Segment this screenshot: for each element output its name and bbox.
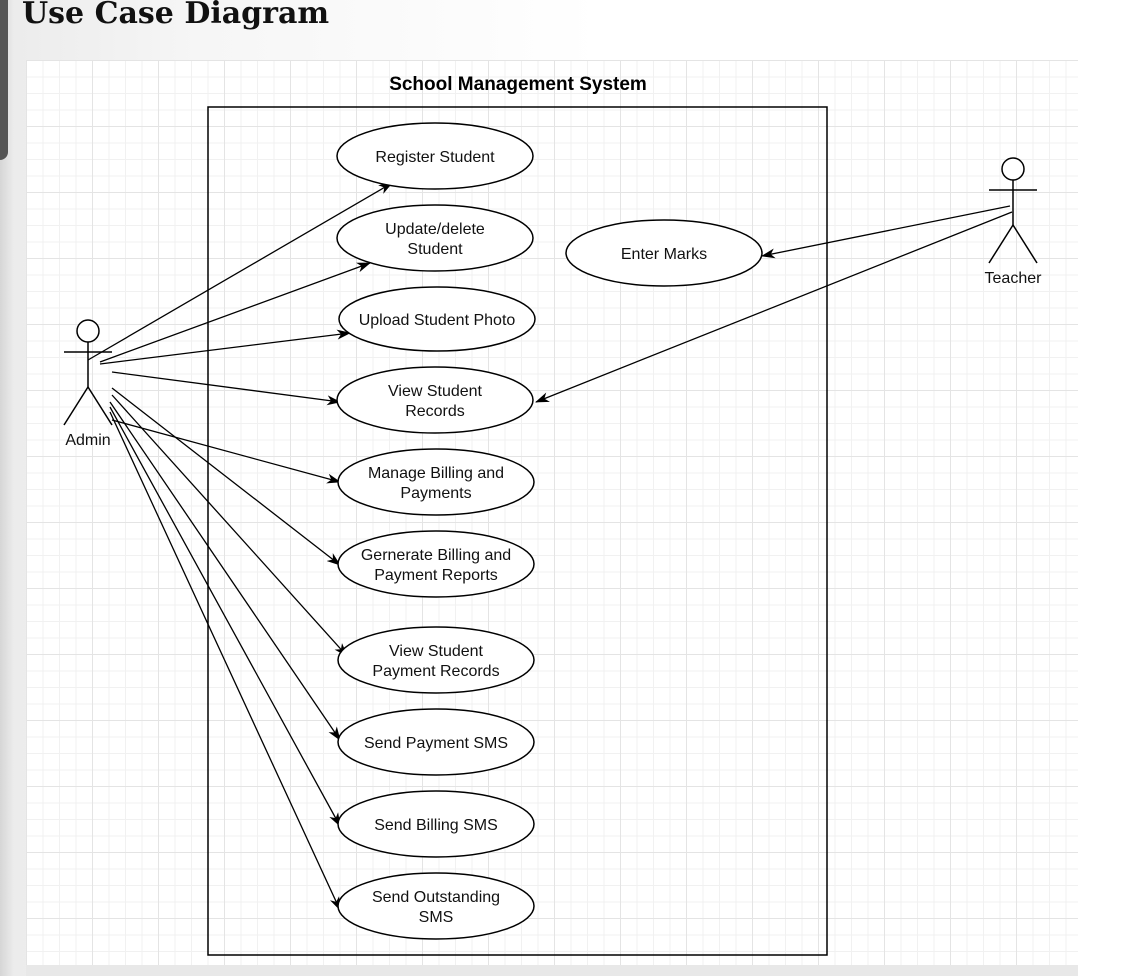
actor-right-leg bbox=[87, 386, 113, 426]
association-admin-to-update-delete-student bbox=[99, 262, 371, 363]
use-case-label: SMS bbox=[419, 909, 454, 926]
association-admin-to-view-student-records bbox=[111, 371, 341, 406]
use-case-label: View Student bbox=[388, 383, 483, 400]
use-case-label: Send Payment SMS bbox=[364, 735, 508, 752]
actor-head bbox=[1001, 157, 1025, 181]
use-case-ellipse bbox=[337, 790, 535, 858]
use-case-ellipse bbox=[338, 286, 536, 352]
association-admin-to-send-payment-sms bbox=[109, 401, 341, 741]
association-admin-to-manage-billing-payments bbox=[111, 419, 341, 484]
associations bbox=[87, 182, 1013, 911]
actor-left-leg bbox=[988, 224, 1014, 264]
use-case-label: Send Outstanding bbox=[372, 889, 500, 906]
actor-left-leg bbox=[63, 386, 89, 426]
use-case-ellipse bbox=[337, 530, 535, 598]
use-case-ellipse bbox=[337, 448, 535, 516]
use-case-label: Manage Billing and bbox=[368, 465, 504, 482]
canvas-bottom-strip bbox=[26, 965, 1078, 976]
use-case-label: Records bbox=[405, 403, 465, 420]
actor-label: Admin bbox=[65, 432, 110, 449]
use-case-ellipse bbox=[565, 219, 763, 287]
diagram-canvas-grid bbox=[26, 60, 1078, 965]
use-case-label: Register Student bbox=[375, 149, 495, 166]
use-case-label: Enter Marks bbox=[621, 246, 707, 263]
actor-head bbox=[76, 319, 100, 343]
association-teacher-to-view-student-records bbox=[535, 211, 1013, 403]
association-admin-to-view-student-payment-records bbox=[111, 394, 348, 657]
use-case-label: Payment Reports bbox=[374, 567, 498, 584]
use-case-label: Payments bbox=[400, 485, 471, 502]
association-admin-to-upload-student-photo bbox=[99, 329, 351, 365]
use-case-ellipse bbox=[337, 708, 535, 776]
page-heading: Use Case Diagram bbox=[22, 0, 330, 31]
use-case-label: Gernerate Billing and bbox=[361, 547, 511, 564]
use-case-register-student[interactable]: Register Student bbox=[336, 122, 534, 190]
use-case-ellipse bbox=[336, 366, 534, 434]
use-case-label: Payment Records bbox=[372, 663, 499, 680]
use-case-label: View Student bbox=[389, 643, 484, 660]
window-edge-tab bbox=[0, 0, 8, 160]
use-case-ellipse bbox=[337, 626, 535, 694]
use-case-upload-student-photo[interactable]: Upload Student Photo bbox=[338, 286, 536, 352]
association-admin-to-send-billing-sms bbox=[109, 406, 341, 827]
association-teacher-to-enter-marks bbox=[761, 205, 1011, 259]
use-case-send-payment-sms[interactable]: Send Payment SMS bbox=[337, 708, 535, 776]
system-title: School Management System bbox=[389, 74, 647, 95]
actor-label: Teacher bbox=[985, 270, 1043, 287]
association-admin-to-generate-billing-payment-reports bbox=[111, 387, 341, 566]
association-admin-to-register-student bbox=[87, 182, 393, 361]
use-case-ellipse bbox=[337, 872, 535, 940]
use-case-label: Student bbox=[407, 241, 463, 258]
association-admin-to-send-outstanding-sms bbox=[109, 411, 341, 911]
use-case-label: Send Billing SMS bbox=[374, 817, 498, 834]
use-cases: Register StudentUpdate/deleteStudentUplo… bbox=[336, 122, 763, 940]
use-case-label: Update/delete bbox=[385, 221, 485, 238]
use-case-send-billing-sms[interactable]: Send Billing SMS bbox=[337, 790, 535, 858]
use-case-label: Upload Student Photo bbox=[359, 312, 516, 329]
system-boundary bbox=[207, 106, 828, 956]
actor-admin[interactable]: Admin bbox=[63, 319, 113, 449]
use-case-enter-marks[interactable]: Enter Marks bbox=[565, 219, 763, 287]
actor-teacher[interactable]: Teacher bbox=[985, 157, 1043, 287]
use-case-ellipse bbox=[336, 204, 534, 272]
use-case-ellipse bbox=[336, 122, 534, 190]
actors: Admin Teacher bbox=[63, 157, 1043, 449]
actor-right-leg bbox=[1012, 224, 1038, 264]
